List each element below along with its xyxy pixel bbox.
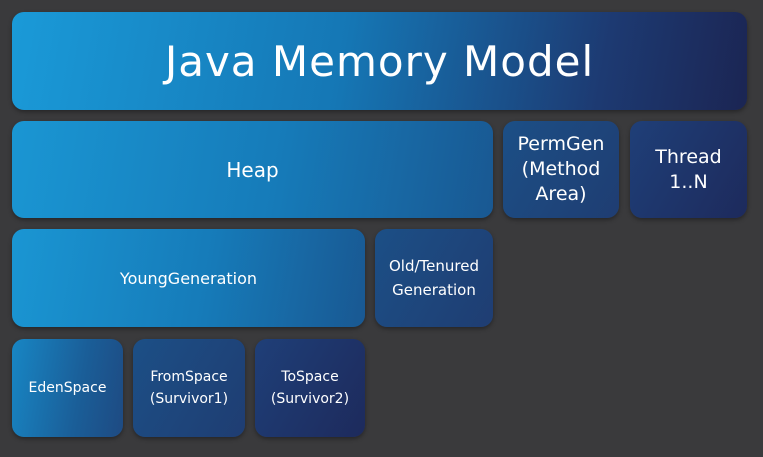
diagram-title: Java Memory Model bbox=[164, 36, 595, 86]
young-generation-label: YoungGeneration bbox=[119, 268, 258, 288]
thread-box: Thread 1..N bbox=[630, 121, 747, 218]
from-space-label: FromSpace (Survivor1) bbox=[149, 369, 229, 407]
thread-label: Thread 1..N bbox=[655, 145, 722, 193]
young-generation-box: YoungGeneration bbox=[12, 229, 365, 327]
title-box: Java Memory Model bbox=[12, 12, 747, 110]
permgen-label: PermGen (Method Area) bbox=[517, 133, 605, 205]
heap-box: Heap bbox=[12, 121, 493, 218]
eden-space-box: EdenSpace bbox=[12, 339, 123, 437]
old-generation-box: Old/Tenured Generation bbox=[375, 229, 493, 327]
old-generation-label: Old/Tenured Generation bbox=[389, 257, 479, 299]
permgen-box: PermGen (Method Area) bbox=[503, 121, 619, 218]
to-space-label: ToSpace (Survivor2) bbox=[270, 369, 350, 407]
to-space-box: ToSpace (Survivor2) bbox=[255, 339, 365, 437]
from-space-box: FromSpace (Survivor1) bbox=[133, 339, 245, 437]
eden-space-label: EdenSpace bbox=[28, 380, 107, 396]
heap-label: Heap bbox=[226, 157, 279, 182]
